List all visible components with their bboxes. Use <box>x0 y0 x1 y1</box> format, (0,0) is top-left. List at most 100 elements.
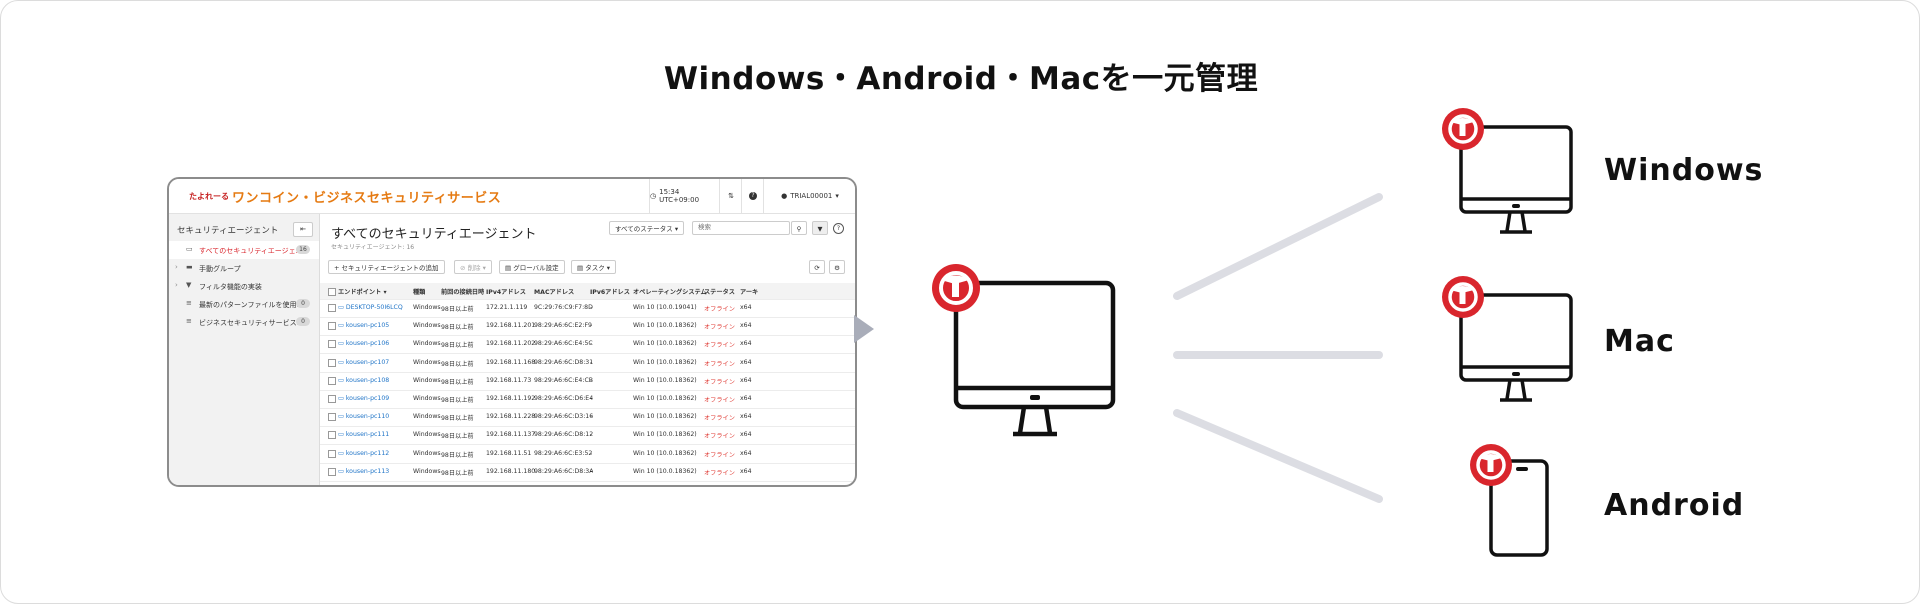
table-cell: オフライン <box>704 433 735 441</box>
row-checkbox[interactable] <box>328 376 336 385</box>
account-menu[interactable]: ● TRIAL00001 ▾ <box>763 179 855 213</box>
sidebar-item-all-agents[interactable]: ▭ すべてのセキュリティエージェ... 16 <box>169 241 319 259</box>
sidebar-item-business-security[interactable]: ≡ ビジネスセキュリティサービス... 0 <box>169 313 319 331</box>
table-cell: Win 10 (10.0.18362) <box>633 376 697 384</box>
endpoint-link[interactable]: ▭ kousen-pc106 <box>338 340 390 348</box>
endpoint-link[interactable]: ▭ kousen-pc112 <box>338 449 390 457</box>
monitor-icon: ▭ <box>186 245 193 253</box>
network-icon[interactable]: ⇅ <box>719 179 742 213</box>
search-input[interactable] <box>692 221 790 235</box>
table-cell: 98:29:A6:6C:D8:12 <box>534 431 594 439</box>
connector-line-windows <box>1173 193 1383 300</box>
table-cell: 192.168.11.202 <box>486 340 536 348</box>
column-header[interactable]: アーキ <box>740 289 759 296</box>
table-cell: - <box>590 431 593 439</box>
table-cell: オフライン <box>704 451 735 459</box>
table-cell: オフライン <box>704 397 735 404</box>
pointer-arrow <box>854 315 874 343</box>
column-header[interactable]: オペレーティングシステム <box>633 289 707 296</box>
table-cell: オフライン <box>704 415 735 423</box>
column-header[interactable]: 種類 <box>413 289 426 296</box>
brand-name: ワンコイン・ビジネスセキュリティサービス <box>232 191 502 206</box>
delete-button[interactable]: ⊘ 削除 ▾ <box>454 260 492 274</box>
folder-icon: ▬ <box>186 263 193 271</box>
row-checkbox[interactable] <box>328 449 336 458</box>
column-header[interactable]: ステータス <box>704 289 735 296</box>
endpoint-link[interactable]: ▭ kousen-pc109 <box>338 395 390 402</box>
column-header[interactable]: 前回の接続日時 <box>441 289 485 296</box>
table-cell: x64 <box>740 431 752 439</box>
collapse-sidebar-button[interactable]: ⇤ <box>293 222 313 237</box>
row-checkbox[interactable] <box>328 322 336 331</box>
endpoint-link[interactable]: ▭ kousen-pc111 <box>338 431 390 439</box>
endpoint-link[interactable]: ▭ kousen-pc107 <box>338 358 390 366</box>
table-cell: Windows <box>413 449 441 457</box>
table-cell: 192.168.11.201 <box>486 322 536 330</box>
column-header[interactable]: MACアドレス <box>534 289 575 296</box>
sidebar-heading: セキュリティエージェント <box>177 226 279 236</box>
select-all-checkbox[interactable] <box>328 288 336 296</box>
row-checkbox[interactable] <box>328 395 336 403</box>
filter-icon[interactable]: ▼ <box>812 221 828 235</box>
table-cell: - <box>590 322 593 330</box>
table-cell: x64 <box>740 395 752 402</box>
endpoint-link[interactable]: ▭ kousen-pc113 <box>338 467 390 475</box>
table-cell: Windows <box>413 413 441 421</box>
column-header[interactable]: IPv4アドレス <box>486 289 526 296</box>
table-cell: 98:29:A6:6C:D6:E4 <box>534 395 594 402</box>
table-cell: 98:29:A6:6C:E2:F9 <box>534 322 592 330</box>
task-button[interactable]: ▤ タスク ▾ <box>571 260 617 274</box>
global-settings-button[interactable]: ▤ グローバル設定 <box>499 260 565 274</box>
table-cell: 192.168.11.180 <box>486 467 536 475</box>
table-cell: 98日以上前 <box>441 415 474 423</box>
console-screenshot: たよれーる ワンコイン・ビジネスセキュリティサービス ◷ 15:34 UTC+0… <box>167 177 857 487</box>
refresh-icon[interactable]: ⟳ <box>809 260 825 274</box>
row-checkbox[interactable] <box>328 431 336 440</box>
status-filter-select[interactable]: すべてのステータス ▾ <box>609 221 685 235</box>
table-cell: 192.168.11.192 <box>486 395 536 402</box>
search-icon[interactable]: ⚲ <box>791 221 807 235</box>
table-cell: x64 <box>740 322 752 330</box>
table-cell: - <box>590 304 593 311</box>
row-checkbox[interactable] <box>328 467 336 476</box>
table-cell: Win 10 (10.0.18362) <box>633 413 697 421</box>
table-cell: オフライン <box>704 342 735 350</box>
help-icon[interactable]: ? <box>741 179 764 213</box>
sidebar-item-latest-pattern[interactable]: ≡ 最新のパターンファイルを使用... 0 <box>169 295 319 313</box>
table-cell: 98日以上前 <box>441 342 474 350</box>
mac-monitor-icon <box>1442 276 1573 402</box>
column-header[interactable]: IPv6アドレス <box>590 289 630 296</box>
endpoint-link[interactable]: ▭ kousen-pc105 <box>338 322 390 330</box>
table-cell: 192.168.11.137 <box>486 431 536 439</box>
sidebar-item-manual-group[interactable]: › ▬ 手動グループ <box>175 263 241 273</box>
endpoint-link[interactable]: ▭ kousen-pc110 <box>338 413 390 421</box>
row-checkbox[interactable] <box>328 304 336 312</box>
security-badge-icon <box>932 264 980 312</box>
add-agent-button[interactable]: + セキュリティエージェントの追加 <box>328 260 445 274</box>
row-checkbox[interactable] <box>328 413 336 422</box>
endpoint-link[interactable]: ▭ kousen-pc108 <box>338 376 390 384</box>
gear-icon[interactable]: ⚙ <box>829 260 845 274</box>
endpoint-link[interactable]: ▭ DESKTOP-50I6LCQ <box>338 304 403 311</box>
row-checkbox[interactable] <box>328 340 336 349</box>
table-cell: x64 <box>740 413 752 421</box>
clock-display: ◷ 15:34 UTC+09:00 <box>649 179 720 213</box>
table-cell: x64 <box>740 449 752 457</box>
table-cell: 98:29:A6:6C:E4:5C <box>534 340 593 348</box>
row-checkbox[interactable] <box>328 358 336 367</box>
column-header[interactable]: エンドポイント ▾ <box>338 289 387 296</box>
windows-monitor-icon <box>1442 108 1573 234</box>
help-icon[interactable]: ? <box>833 223 844 234</box>
device-label-windows: Windows <box>1604 153 1764 188</box>
sidebar-item-filter[interactable]: › ▼ フィルタ機能の実装 <box>175 281 262 291</box>
